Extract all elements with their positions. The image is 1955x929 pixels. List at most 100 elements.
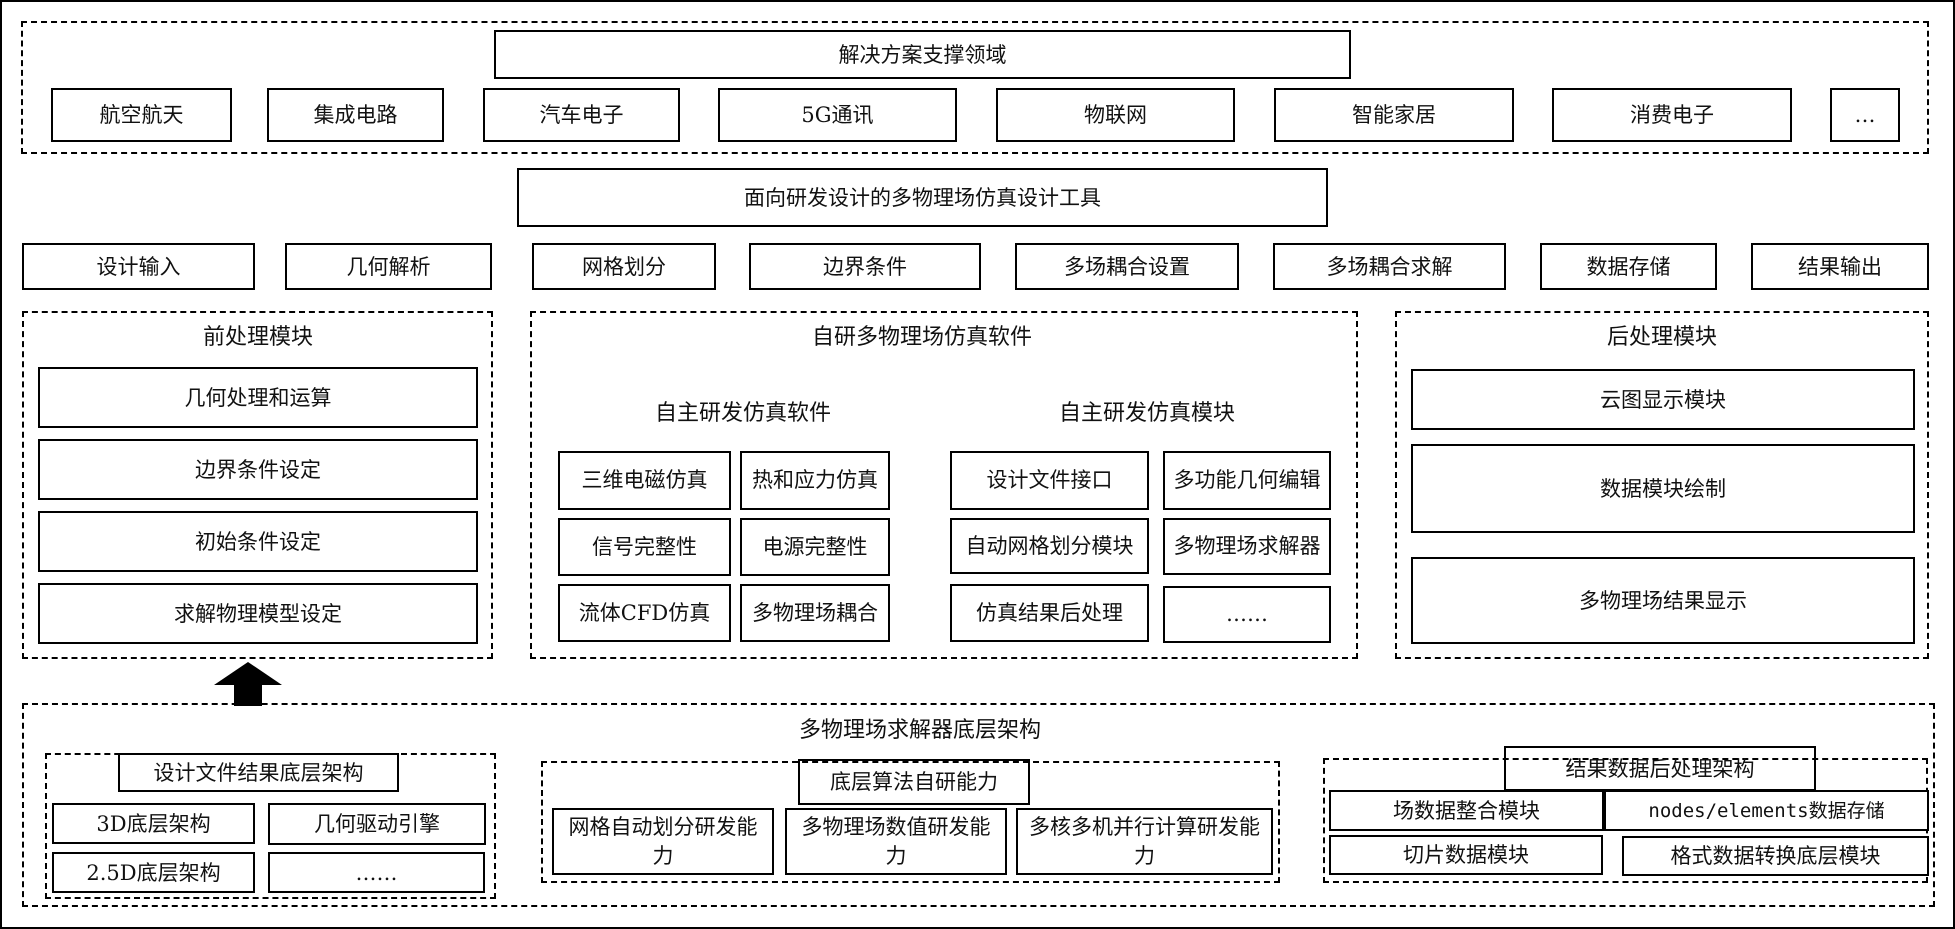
arch-3d: 3D底层架构 xyxy=(52,803,255,844)
domain-label: 5G通讯 xyxy=(801,103,874,127)
domain-label: 消费电子 xyxy=(1630,103,1714,127)
algorithm-title-text: 底层算法自研能力 xyxy=(830,770,998,794)
step-label: 边界条件 xyxy=(823,254,907,279)
result-item-label: 场数据整合模块 xyxy=(1393,798,1540,823)
post-item-label: 多物理场结果显示 xyxy=(1579,588,1747,613)
sw-signal-integrity: 信号完整性 xyxy=(558,518,731,576)
sw-item-label: 热和应力仿真 xyxy=(752,468,878,492)
more-ellipsis-icon: …… xyxy=(1226,602,1268,626)
tool-title: 面向研发设计的多物理场仿真设计工具 xyxy=(517,168,1328,227)
post-item-data-plot: 数据模块绘制 xyxy=(1411,444,1915,533)
design-file-arch-title: 设计文件结果底层架构 xyxy=(118,753,399,792)
step-label: 多场耦合设置 xyxy=(1064,254,1190,279)
sw-item-label: 电源完整性 xyxy=(762,534,868,559)
algo-item-label: 网格自动划分研发能力 xyxy=(568,814,758,868)
step-label: 网格划分 xyxy=(582,254,666,279)
mod-auto-mesh: 自动网格划分模块 xyxy=(950,518,1149,574)
pre-item-physics-model: 求解物理模型设定 xyxy=(38,583,478,644)
result-item-label: nodes/elements数据存储 xyxy=(1648,799,1885,822)
mod-item-label: 多功能几何编辑 xyxy=(1173,468,1321,492)
sw-cfd: 流体CFD仿真 xyxy=(558,584,731,642)
postprocessing-group xyxy=(1395,311,1929,659)
mod-item-label: 自动网格划分模块 xyxy=(965,533,1134,558)
more-ellipsis-icon: …… xyxy=(355,860,398,885)
mod-design-file-interface: 设计文件接口 xyxy=(950,451,1149,510)
mod-item-label: 仿真结果后处理 xyxy=(976,600,1123,625)
step-label: 数据存储 xyxy=(1586,254,1671,279)
algo-item-label: 多核多机并行计算研发能力 xyxy=(1029,814,1260,868)
domain-smart-home: 智能家居 xyxy=(1274,88,1514,142)
domain-label: 集成电路 xyxy=(313,103,398,127)
step-coupling-solve: 多场耦合求解 xyxy=(1273,243,1506,290)
step-label: 几何解析 xyxy=(346,254,431,279)
step-result-output: 结果输出 xyxy=(1751,243,1929,290)
preprocessing-title: 前处理模块 xyxy=(202,325,314,350)
arrow-up-icon xyxy=(214,662,282,706)
preprocessing-group xyxy=(22,311,493,659)
pre-item-boundary: 边界条件设定 xyxy=(38,439,478,500)
algo-multiphysics-numeric: 多物理场数值研发能力 xyxy=(785,808,1007,875)
sw-item-label: 流体CFD仿真 xyxy=(578,600,711,625)
step-design-input: 设计输入 xyxy=(22,243,255,290)
domain-ic: 集成电路 xyxy=(267,88,444,142)
result-format-conversion: 格式数据转换底层模块 xyxy=(1622,836,1929,876)
domain-iot: 物联网 xyxy=(996,88,1235,142)
tool-title-text: 面向研发设计的多物理场仿真设计工具 xyxy=(744,185,1101,210)
domain-label: 智能家居 xyxy=(1352,103,1436,127)
software-group xyxy=(530,311,1358,659)
software-left-title: 自主研发仿真软件 xyxy=(654,401,832,426)
mod-geometry-edit: 多功能几何编辑 xyxy=(1163,451,1331,510)
step-label: 设计输入 xyxy=(96,254,181,279)
sw-item-label: 多物理场耦合 xyxy=(752,600,878,625)
domain-label: 汽车电子 xyxy=(539,103,624,127)
solution-domains-title-text: 解决方案支撑领域 xyxy=(838,42,1007,67)
algorithm-group xyxy=(541,761,1280,883)
domain-automotive: 汽车电子 xyxy=(483,88,680,142)
arch-geometry-engine: 几何驱动引擎 xyxy=(268,803,486,845)
domain-5g: 5G通讯 xyxy=(718,88,957,142)
sw-thermal-stress: 热和应力仿真 xyxy=(740,451,890,510)
result-item-label: 格式数据转换底层模块 xyxy=(1670,844,1881,868)
pre-item-label: 边界条件设定 xyxy=(195,457,321,482)
result-field-integration: 场数据整合模块 xyxy=(1329,790,1604,831)
postprocessing-title: 后处理模块 xyxy=(1606,325,1718,350)
pre-item-initial: 初始条件设定 xyxy=(38,511,478,572)
arch-item-label: 几何驱动引擎 xyxy=(314,812,440,836)
step-meshing: 网格划分 xyxy=(532,243,716,290)
sw-item-label: 信号完整性 xyxy=(592,534,697,559)
sw-multiphysics-coupling: 多物理场耦合 xyxy=(740,584,890,642)
step-label: 多场耦合求解 xyxy=(1326,254,1453,279)
pre-item-label: 初始条件设定 xyxy=(195,529,321,554)
mod-more: …… xyxy=(1163,586,1331,643)
pre-item-label: 求解物理模型设定 xyxy=(174,601,342,626)
result-data-arch-title-text: 结果数据后处理架构 xyxy=(1565,756,1755,781)
mod-item-label: 多物理场求解器 xyxy=(1173,534,1321,558)
solution-domains-title: 解决方案支撑领域 xyxy=(494,30,1351,79)
algo-auto-mesh: 网格自动划分研发能力 xyxy=(552,808,774,875)
solver-base-title: 多物理场求解器底层架构 xyxy=(798,718,1042,743)
arch-item-label: 3D底层架构 xyxy=(96,811,211,836)
domain-label: 物联网 xyxy=(1084,103,1147,127)
mod-multiphysics-solver: 多物理场求解器 xyxy=(1163,518,1331,575)
mod-post-processing: 仿真结果后处理 xyxy=(950,584,1149,642)
algorithm-title: 底层算法自研能力 xyxy=(798,759,1030,805)
software-right-title: 自主研发仿真模块 xyxy=(1058,401,1236,426)
sw-power-integrity: 电源完整性 xyxy=(740,518,890,576)
software-title: 自研多物理场仿真软件 xyxy=(811,325,1033,350)
arch-item-label: 2.5D底层架构 xyxy=(86,860,221,885)
algo-item-label: 多物理场数值研发能力 xyxy=(801,814,991,868)
domain-label: 航空航天 xyxy=(99,103,184,127)
sw-em-sim: 三维电磁仿真 xyxy=(558,451,731,510)
solution-domains-group xyxy=(21,21,1929,154)
step-label: 结果输出 xyxy=(1798,254,1882,279)
more-ellipsis-icon: … xyxy=(1854,103,1876,127)
domain-more: … xyxy=(1830,88,1900,142)
solver-base-group xyxy=(22,703,1935,907)
mod-item-label: 设计文件接口 xyxy=(986,468,1113,492)
arch-more: …… xyxy=(268,852,485,893)
step-coupling-setup: 多场耦合设置 xyxy=(1015,243,1239,290)
sw-item-label: 三维电磁仿真 xyxy=(581,468,708,492)
result-nodes-elements-storage: nodes/elements数据存储 xyxy=(1604,790,1929,831)
result-item-label: 切片数据模块 xyxy=(1403,843,1529,867)
